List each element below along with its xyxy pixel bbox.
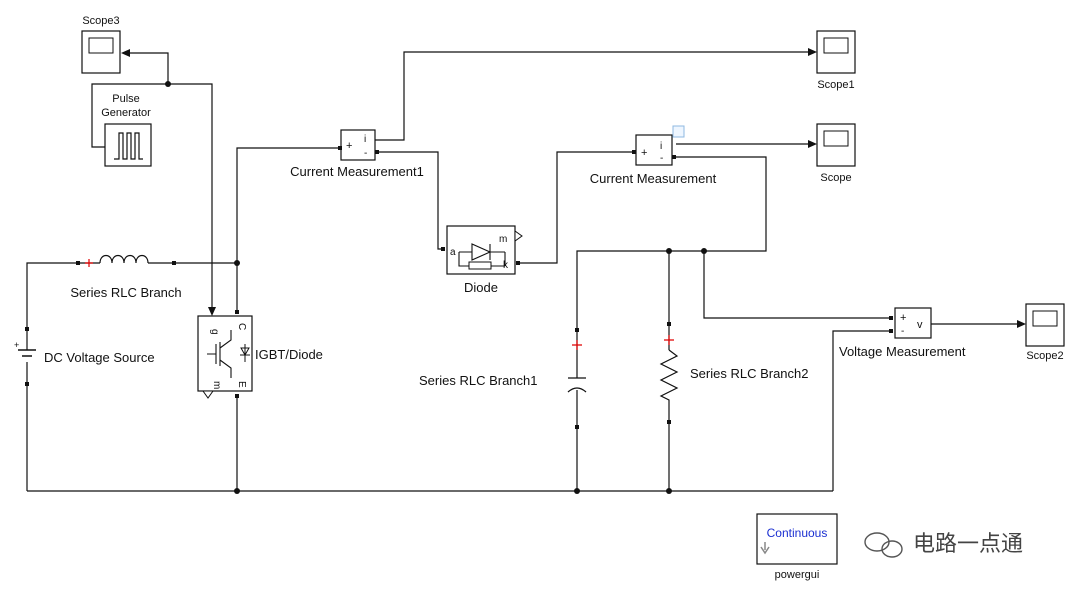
powergui-label: powergui	[775, 569, 820, 581]
series-rlc-branch2-block[interactable]: Series RLC Branch2	[659, 322, 809, 424]
measurement-port-icon	[514, 230, 523, 242]
resistor-icon	[659, 349, 679, 420]
scope3-block[interactable]: Scope3	[81, 15, 121, 74]
scope3-label: Scope3	[82, 15, 119, 27]
junction-dot	[701, 248, 707, 254]
junction-dot	[165, 81, 171, 87]
down-arrow-icon	[760, 542, 770, 555]
igbt-diode-label: IGBT/Diode	[255, 347, 323, 362]
vm-plus-wire	[703, 251, 891, 319]
voltage-measurement-label: Voltage Measurement	[839, 344, 966, 359]
vm-minus-label: -	[901, 326, 904, 337]
igbt-symbol-icon	[207, 330, 232, 378]
junction-dot	[666, 248, 672, 254]
cm1-i-label: i	[364, 134, 366, 145]
scope-label: Scope	[820, 172, 851, 184]
scope1-block[interactable]: Scope1	[816, 30, 856, 91]
diode-symbol-icon	[458, 243, 506, 267]
polarity-plus-icon	[572, 340, 582, 350]
dc-voltage-source-label: DC Voltage Source	[44, 350, 155, 365]
powergui-block[interactable]: Continuous powergui	[756, 513, 838, 581]
arrow-scope2	[1017, 320, 1026, 328]
watermark: 电路一点通	[864, 531, 1023, 558]
current-measurement-block[interactable]: + i - Current Measurement	[590, 125, 717, 186]
dc-plus-label: +	[14, 340, 19, 350]
junction-dot	[234, 260, 240, 266]
scope2-label: Scope2	[1026, 350, 1063, 362]
diode-symbol-icon	[240, 344, 250, 362]
cm-plus-label: +	[641, 147, 647, 159]
junction-dot	[234, 488, 240, 494]
powergui-mode-label: Continuous	[767, 526, 828, 540]
arrow-gate	[208, 307, 216, 316]
pulse-to-branch-wire	[91, 83, 168, 148]
pulse-to-scope3-wire	[129, 52, 169, 84]
pulse-waveform-icon	[114, 132, 143, 160]
vm-minus-wire	[832, 330, 891, 491]
vm-plus-label: +	[900, 312, 906, 324]
wechat-icon	[864, 532, 903, 558]
cm1-to-diode-wire	[375, 151, 443, 250]
junction-dot	[574, 488, 580, 494]
inductor-icon	[99, 254, 149, 264]
series-rlc-branch-label: Series RLC Branch	[70, 285, 181, 300]
diode-label: Diode	[464, 280, 498, 295]
igbt-c-label: C	[236, 323, 247, 330]
cm1-plus-label: +	[346, 140, 352, 152]
junction-dots	[165, 81, 707, 494]
pulse-generator-block[interactable]: Pulse Generator	[101, 93, 152, 167]
voltage-measurement-block[interactable]: + - v Voltage Measurement	[839, 307, 966, 359]
pulse-generator-label-line1: Pulse	[112, 93, 140, 105]
measurement-port-icon	[202, 390, 214, 399]
cm-i-label: i	[660, 141, 662, 152]
arrow-scope	[808, 140, 817, 148]
vm-v-label: v	[917, 319, 923, 331]
igbt-diode-block[interactable]: g C m E IGBT/Diode	[197, 310, 323, 399]
series-rlc-branch1-block[interactable]: Series RLC Branch1	[419, 328, 587, 429]
scope-block[interactable]: Scope	[816, 123, 856, 184]
cm-minus-label: -	[660, 153, 663, 164]
polarity-plus-icon	[85, 259, 93, 267]
current-measurement1-block[interactable]: + i - Current Measurement1	[290, 129, 424, 179]
diode-m-label: m	[499, 234, 507, 245]
arrow-scope3	[121, 49, 130, 57]
battery-icon	[18, 349, 36, 357]
series-rlc-branch-block[interactable]: Series RLC Branch	[70, 254, 182, 301]
pulse-generator-label-line2: Generator	[101, 107, 151, 119]
node-to-cm1-wire	[236, 147, 341, 263]
junction-dot	[666, 488, 672, 494]
pulse-to-gate-wire	[168, 83, 213, 307]
signal-logging-icon	[672, 125, 685, 138]
capacitor-icon	[567, 377, 587, 393]
igbt-e-label: E	[236, 381, 247, 388]
diode-to-cm-wire	[520, 151, 636, 264]
dc-source-top-wire	[26, 262, 78, 329]
diode-block[interactable]: a k m Diode	[441, 225, 523, 295]
igbt-m-label: m	[211, 381, 222, 389]
current-measurement1-label: Current Measurement1	[290, 164, 424, 179]
current-measurement-label: Current Measurement	[590, 171, 717, 186]
cm-to-right-node-wire	[576, 156, 767, 330]
scope1-label: Scope1	[817, 79, 854, 91]
cm1-to-scope1-wire	[375, 51, 808, 141]
arrow-scope1	[808, 48, 817, 56]
dc-voltage-source-block[interactable]: + DC Voltage Source	[14, 327, 155, 386]
wires	[26, 48, 1026, 492]
series-rlc-branch2-label: Series RLC Branch2	[690, 366, 809, 381]
cm1-minus-label: -	[364, 148, 367, 159]
scope2-block[interactable]: Scope2	[1025, 303, 1065, 362]
diode-k-label: k	[503, 260, 509, 271]
igbt-g-label: g	[209, 329, 220, 335]
polarity-plus-icon	[664, 335, 674, 345]
diode-a-label: a	[450, 247, 456, 258]
watermark-text: 电路一点通	[913, 531, 1023, 556]
series-rlc-branch1-label: Series RLC Branch1	[419, 373, 538, 388]
